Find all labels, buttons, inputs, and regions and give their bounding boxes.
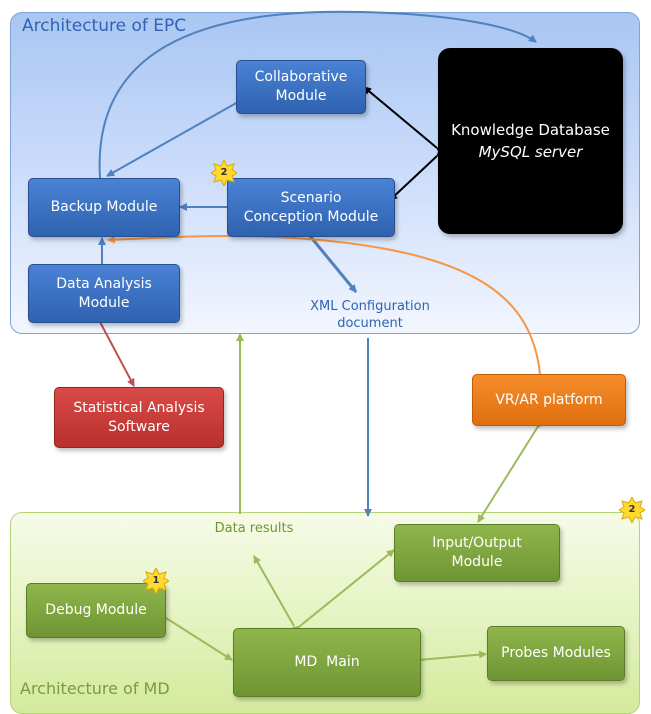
collaborative-module-line1: Collaborative: [254, 69, 348, 86]
probes-modules-label: Probes Modules: [501, 645, 611, 662]
arrow-collaborative-to-backup: [106, 101, 239, 177]
io-module-line2: Module: [451, 554, 503, 570]
arrow-knowledge-collaborative: [363, 86, 445, 156]
vr-ar-platform[interactable]: VR/AR platform: [472, 374, 626, 426]
arrow-knowledge-scenario: [389, 148, 445, 201]
xml-label-line1: XML Configuration: [310, 299, 430, 314]
scenario-module-line1: Scenario: [280, 189, 342, 206]
arrow-mdmain-io: [292, 549, 395, 634]
arrow-vrar-io: [477, 419, 545, 523]
arrow-dataanalysis-statistical: [93, 313, 135, 387]
debug-module-label: Debug Module: [45, 602, 147, 619]
knowledge-database[interactable]: Knowledge Database MySQL server: [438, 48, 623, 234]
md-region-title: Architecture of MD: [20, 679, 170, 698]
statistical-line2: Software: [108, 418, 170, 435]
statistical-line1: Statistical Analysis: [73, 399, 205, 416]
arrow-backup-to-knowledge: [98, 10, 537, 179]
scenario-module-line2: Conception Module: [243, 208, 379, 225]
data-analysis-module[interactable]: Data Analysis Module: [28, 264, 180, 323]
badge-debug-icon: 1: [142, 566, 170, 596]
knowledge-database-title: Knowledge Database: [451, 120, 610, 139]
collaborative-module-line2: Module: [275, 88, 327, 104]
md-main-module[interactable]: MD Main: [233, 628, 421, 697]
data-results-label: Data results: [214, 521, 294, 536]
badge-scenario-icon: 2: [210, 158, 238, 188]
statistical-analysis-software[interactable]: Statistical Analysis Software: [54, 387, 224, 448]
backup-module[interactable]: Backup Module: [28, 178, 180, 237]
badge-scenario-number: 2: [220, 167, 228, 178]
arrow-scenario-to-xml: [308, 235, 358, 293]
scenario-conception-module[interactable]: Scenario Conception Module: [227, 178, 395, 237]
md-main-label: MD Main: [294, 654, 360, 671]
badge-debug-number: 1: [152, 575, 160, 586]
badge-md-corner-icon: 2: [618, 495, 646, 525]
probes-modules[interactable]: Probes Modules: [487, 626, 625, 681]
arrow-debug-mdmain: [157, 610, 233, 661]
input-output-module[interactable]: Input/Output Module: [394, 524, 560, 582]
vr-ar-label: VR/AR platform: [495, 391, 603, 408]
arrow-mdmain-probes: [411, 650, 487, 665]
data-analysis-line1: Data Analysis: [56, 275, 152, 292]
debug-module[interactable]: Debug Module: [26, 583, 166, 638]
badge-md-corner-number: 2: [628, 504, 636, 515]
knowledge-database-server: MySQL server: [478, 143, 583, 161]
xml-label-line2: document: [337, 315, 403, 331]
io-module-line1: Input/Output: [432, 535, 522, 552]
xml-configuration-document: XML Configuration document: [286, 299, 454, 333]
arrow-mdmain-to-dataresults: [253, 555, 295, 627]
arrow-vrar-to-backup: [107, 234, 541, 375]
epc-region-title: Architecture of EPC: [22, 16, 187, 36]
collaborative-module[interactable]: Collaborative Module: [236, 60, 366, 114]
data-analysis-line2: Module: [78, 294, 130, 311]
backup-module-label: Backup Module: [50, 199, 158, 216]
